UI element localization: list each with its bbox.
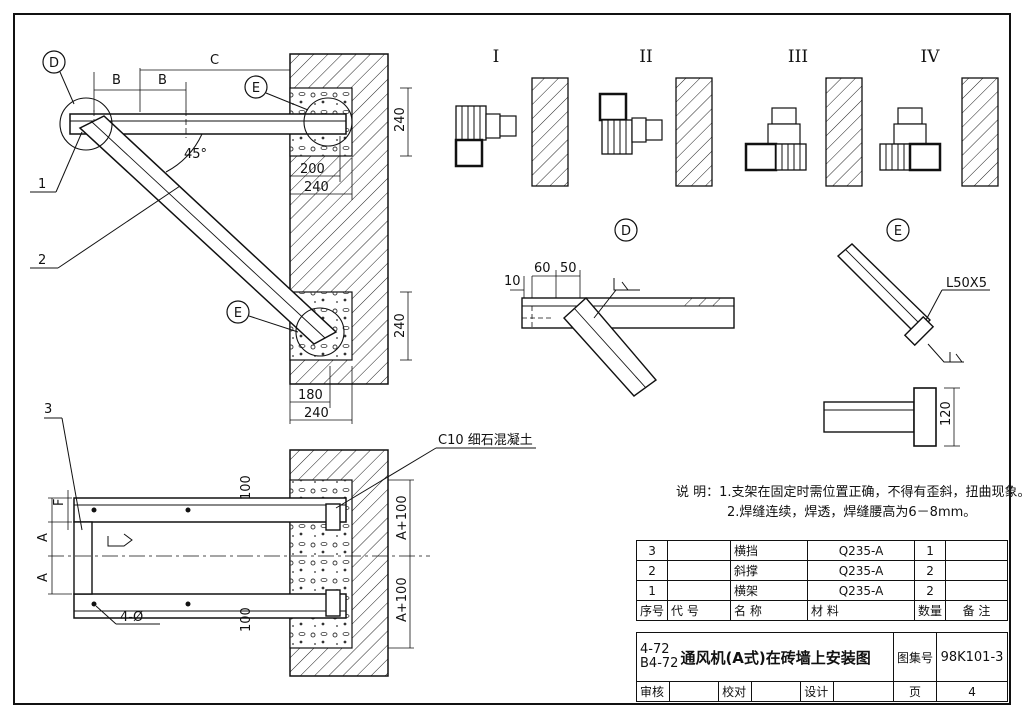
title-block: 4-72 B4-72 通风机(A式)在砖墙上安装图 图集号 98K101-3 审… [636, 632, 1008, 702]
dim-a-plus-100-top: A+100 [395, 495, 410, 540]
notes-text-1: 1.支架在固定时需位置正确，不得有歪斜，扭曲现象。 [719, 485, 1024, 500]
fan-view-iii [744, 107, 807, 172]
dim-200: 200 [300, 162, 325, 177]
table-header-row: 序号 代 号 名 称 材 料 数量 备 注 [635, 600, 1008, 621]
detail-e-plate [913, 387, 937, 447]
table-row: 1 横架 Q235-A 2 [635, 580, 1008, 601]
marker-e-bottom: E [234, 306, 242, 321]
dim-50: 50 [560, 261, 577, 276]
view-label-iv: IV [921, 47, 941, 67]
model-line-2: B4-72 [640, 656, 679, 671]
dim-100-top: 100 [239, 475, 254, 500]
concrete-label: C10 细石混凝土 [438, 432, 533, 448]
dim-10: 10 [504, 274, 521, 289]
fan-view-i [454, 105, 517, 168]
dim-b2: B [158, 73, 167, 88]
frame-upper [73, 497, 347, 523]
parts-table: 3 横挡 Q235-A 1 2 斜撑 Q235-A 2 1 横架 Q235-A … [635, 540, 1008, 621]
dim-240-bottom: 240 [304, 406, 329, 421]
review-signature [668, 681, 720, 702]
dim-180: 180 [298, 388, 323, 403]
model-line-1: 4-72 [640, 642, 670, 657]
dim-240-top: 240 [304, 180, 329, 195]
notes-line-1: 说 明：1.支架在固定时需位置正确，不得有歪斜，扭曲现象。 [676, 484, 1024, 502]
view-label-i: I [493, 47, 500, 67]
detail-circle-e-bottom [295, 307, 345, 357]
dim-240-v2: 240 [393, 313, 408, 338]
dim-b1: B [112, 73, 121, 88]
plan-view: A A F 3 4-Ø 100 100 A+100 A+100 C10 细石混凝… [36, 402, 536, 677]
view-label-iii: III [788, 47, 808, 67]
cross-bar [73, 521, 93, 595]
dim-a1: A [36, 533, 51, 542]
dim-holes: 4-Ø [120, 610, 143, 625]
detail-e-view: E L50X5 120 [823, 218, 990, 447]
horizontal-bracket [69, 113, 347, 135]
dim-60: 60 [534, 261, 551, 276]
dim-angle: 45° [184, 147, 207, 162]
dim-angle-steel: L50X5 [946, 276, 987, 291]
check-signature [750, 681, 802, 702]
part-number-2: 2 [38, 253, 46, 268]
sheet-border [13, 13, 1011, 705]
elevation-view: D E E 1 2 45° B B C 200 240 [30, 50, 412, 424]
title-cell: 4-72 B4-72 通风机(A式)在砖墙上安装图 [636, 632, 894, 682]
marker-e-top: E [252, 81, 260, 96]
dim-f: F [52, 499, 67, 506]
detail-e-title: E [894, 224, 902, 239]
table-row: 3 横挡 Q235-A 1 [635, 540, 1008, 561]
detail-d-view: D 10 60 50 [504, 218, 735, 397]
dim-120: 120 [939, 401, 954, 426]
table-row: 2 斜撑 Q235-A 2 [635, 560, 1008, 581]
detail-circle-e-top [303, 97, 353, 147]
fan-view-ii [598, 92, 663, 155]
frame-lower [73, 593, 347, 619]
detail-circle-d [59, 97, 113, 151]
dim-100-bottom: 100 [239, 607, 254, 632]
dim-240-v1: 240 [393, 107, 408, 132]
dim-c: C [210, 53, 219, 68]
page-number: 4 [936, 681, 1008, 702]
atlas-label: 图集号 [892, 632, 938, 682]
notes-label: 说 明： [676, 485, 720, 500]
detail-e-bar [823, 401, 915, 433]
part-number-1: 1 [38, 177, 46, 192]
detail-d-title: D [621, 224, 631, 239]
marker-d: D [49, 56, 59, 71]
view-label-ii: II [639, 47, 652, 67]
atlas-number: 98K101-3 [936, 632, 1008, 682]
design-signature [832, 681, 895, 702]
part-number-3: 3 [44, 402, 52, 417]
dim-a2: A [36, 573, 51, 582]
notes-text-2: 2.焊缝连续，焊透，焊缝腰高为6－8mm。 [727, 505, 977, 520]
dim-a-plus-100-bottom: A+100 [395, 577, 410, 622]
fan-view-iv [879, 107, 942, 172]
fan-orientation-views: I II III IV [454, 47, 999, 187]
drawing-title: 通风机(A式)在砖墙上安装图 [680, 648, 871, 667]
